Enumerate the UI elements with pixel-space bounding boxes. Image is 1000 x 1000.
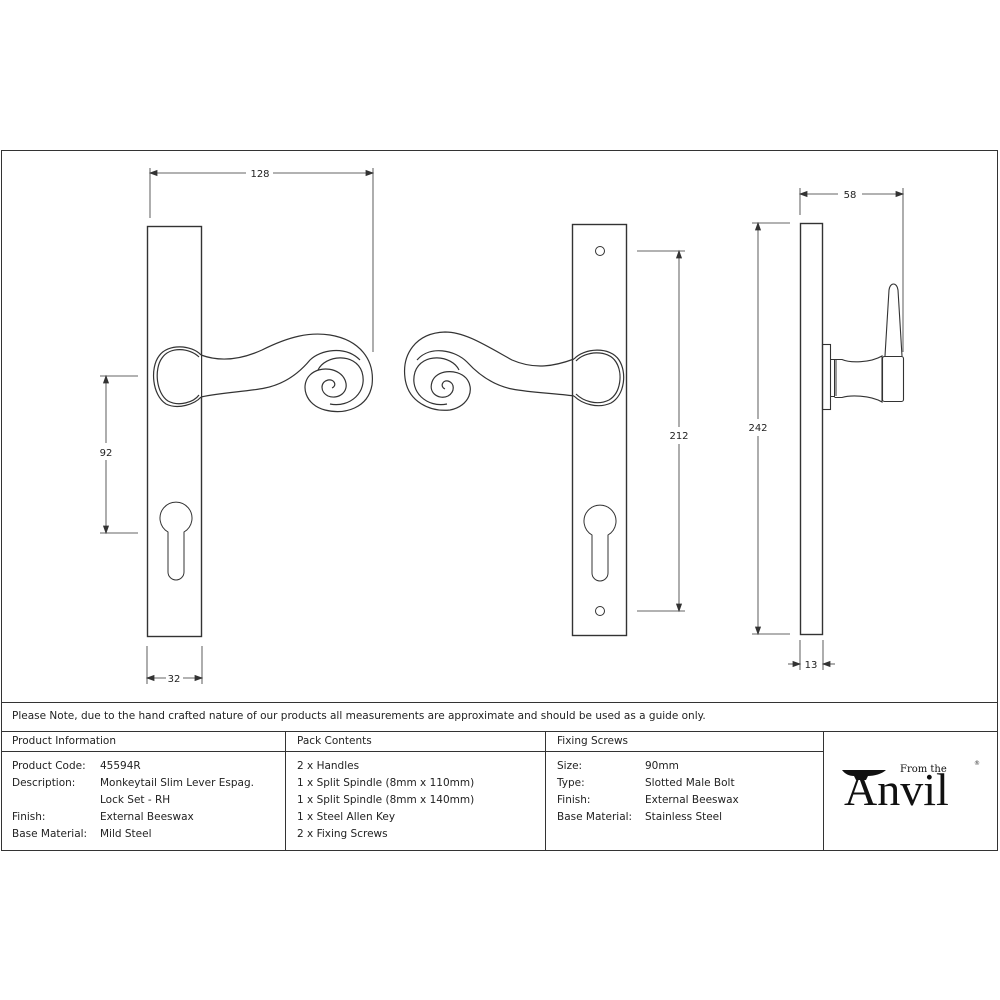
anvil-icon — [842, 770, 886, 780]
pack-item: 2 x Handles — [297, 760, 360, 772]
dimension-label-128: 128 — [250, 169, 269, 180]
dimension-92 — [100, 374, 138, 535]
description-value: Monkeytail Slim Lever Espag. — [100, 777, 254, 789]
fixing-screws-panel: Fixing Screws Size: 90mm Type: Slotted M… — [546, 732, 824, 851]
dimension-242 — [752, 221, 790, 636]
dimension-13 — [788, 640, 835, 670]
logo-wordmark: Anvil — [844, 764, 949, 815]
dimension-label-92: 92 — [100, 448, 113, 459]
pack-item: 1 x Split Spindle (8mm x 110mm) — [297, 777, 475, 789]
dimension-label-13: 13 — [805, 660, 818, 671]
spec-table: Product Information Product Code: 45594R… — [1, 731, 998, 851]
dimension-label-58: 58 — [844, 190, 857, 201]
screw-size-row: Size: 90mm — [557, 760, 679, 772]
pack-item: 1 x Split Spindle (8mm x 140mm) — [297, 794, 475, 806]
dimension-label-212: 212 — [669, 431, 688, 442]
fixing-screws-header: Fixing Screws — [546, 732, 823, 752]
product-code-value: 45594R — [100, 760, 141, 772]
base-material-row: Base Material: Mild Steel — [12, 826, 285, 843]
finish-row: Finish: External Beeswax — [12, 809, 285, 826]
pack-item: 2 x Fixing Screws — [297, 828, 388, 840]
from-the-anvil-logo: From the Anvil ® — [842, 760, 980, 815]
monkeytail-lever-right — [403, 331, 625, 411]
dimension-128 — [148, 168, 375, 352]
dimension-label-242: 242 — [748, 423, 767, 434]
technical-drawing: 128 92 32 — [100, 168, 905, 685]
brand-panel: From the Anvil ® — [824, 732, 998, 851]
product-code-row: Product Code: 45594R — [12, 758, 285, 775]
side-view: 58 242 13 — [748, 188, 905, 671]
pack-contents-panel: Pack Contents 2 x Handles 1 x Split Spin… — [286, 732, 546, 851]
dimension-212 — [637, 249, 685, 613]
drawing-sheet — [1, 150, 998, 851]
finish-value: External Beeswax — [100, 811, 194, 823]
description-row: Description: Monkeytail Slim Lever Espag… — [12, 775, 285, 792]
front-view: 128 92 32 — [100, 168, 375, 685]
keyhole-icon — [583, 504, 617, 582]
registered-mark: ® — [974, 760, 980, 767]
measurement-note: Please Note, due to the hand crafted nat… — [1, 702, 998, 731]
monkeytail-lever-left — [152, 333, 373, 413]
pack-item: 1 x Steel Allen Key — [297, 811, 396, 823]
dimension-label-32: 32 — [168, 674, 181, 685]
screw-base-material-row: Base Material: Stainless Steel — [557, 811, 723, 823]
description-value-continued: Lock Set - RH — [100, 794, 171, 806]
keyhole-icon — [159, 501, 193, 581]
product-information-panel: Product Information Product Code: 45594R… — [1, 732, 286, 851]
pack-contents-header: Pack Contents — [286, 732, 545, 752]
product-information-header: Product Information — [1, 732, 285, 752]
description-row-continued: Lock Set - RH — [12, 792, 285, 809]
dimension-58 — [798, 188, 905, 352]
screw-finish-row: Finish: External Beeswax — [557, 794, 739, 806]
screw-hole-top-icon — [595, 246, 605, 256]
base-material-value: Mild Steel — [100, 828, 152, 840]
dimension-32 — [145, 646, 204, 684]
screw-hole-bottom-icon — [595, 606, 605, 616]
rear-view: 212 — [403, 223, 689, 637]
screw-type-row: Type: Slotted Male Bolt — [557, 777, 735, 789]
